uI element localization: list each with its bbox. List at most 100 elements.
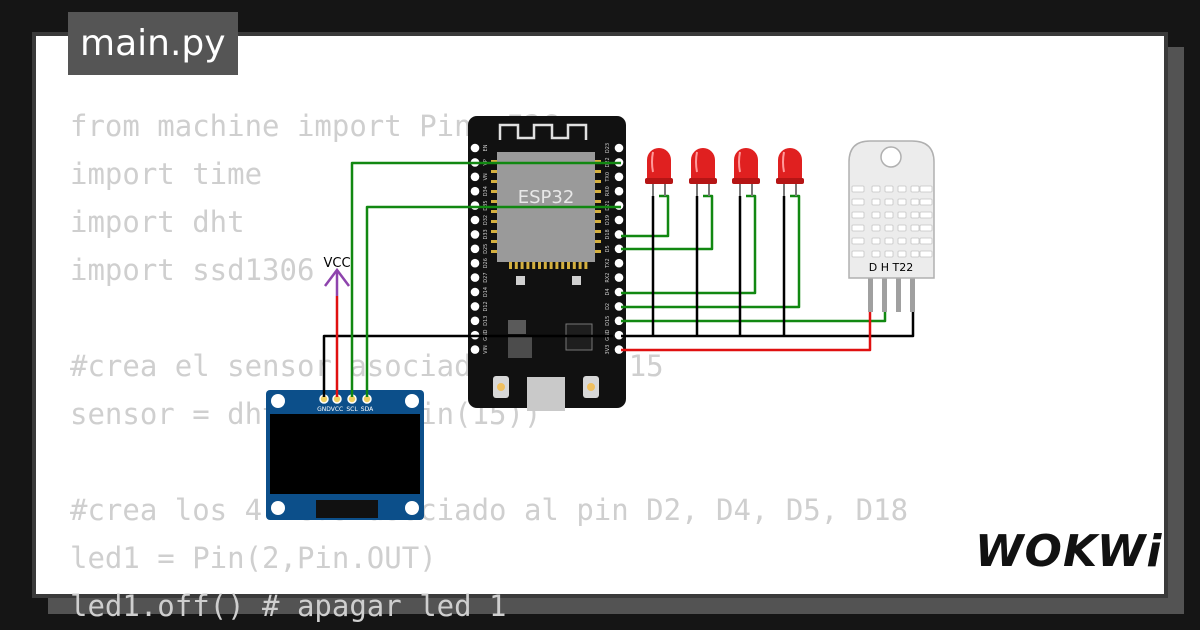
led-base: [645, 178, 673, 184]
esp32-pin[interactable]: [470, 273, 480, 282]
module-pad: [491, 220, 497, 223]
esp32-pin[interactable]: [614, 302, 624, 311]
oled-mount-hole: [405, 394, 419, 408]
esp32-pin[interactable]: [470, 316, 480, 326]
dht-vent-slot: [871, 224, 881, 232]
esp32-pin[interactable]: [614, 273, 624, 282]
dht-pin: [896, 276, 901, 312]
dht-vent-slot: [884, 198, 894, 206]
esp32-pin-label: D32: [483, 215, 489, 225]
module-pad: [491, 240, 497, 243]
dht-vent-slot: [884, 237, 894, 245]
dht-vent-slot: [897, 250, 907, 258]
dht-pin: [910, 276, 915, 312]
esp32-pin-label: D13: [483, 316, 489, 326]
module-pad: [561, 262, 565, 269]
red-led[interactable]: [689, 148, 717, 196]
wire-led4-anode: [621, 194, 801, 309]
smd-component: [572, 276, 581, 285]
dht-vent-slot: [919, 224, 933, 232]
regulator-chip: [508, 336, 532, 358]
red-led[interactable]: [776, 148, 804, 196]
vcc-arrow-head: [324, 267, 350, 287]
esp32-pin-label: D12: [483, 301, 489, 311]
dht-vent-slot: [919, 237, 933, 245]
module-pad: [538, 262, 541, 269]
usb-port: [527, 377, 565, 411]
esp32-pin[interactable]: [470, 244, 480, 254]
esp32-pin[interactable]: [614, 345, 624, 354]
red-led[interactable]: [645, 148, 673, 196]
wire-dht-vcc: [621, 296, 872, 352]
module-pad: [578, 262, 582, 269]
esp32-pin-label: D23: [605, 143, 611, 153]
esp32-pin-label: D35: [483, 200, 489, 210]
esp32-pin[interactable]: [470, 302, 480, 311]
oled-pin-label: SDA: [361, 406, 374, 413]
esp32-pin[interactable]: [470, 258, 480, 268]
dht-vent-slot: [851, 198, 865, 206]
dht-vent-slot: [919, 185, 933, 193]
esp32-pin[interactable]: [614, 172, 624, 182]
esp32-pin[interactable]: [470, 172, 480, 182]
red-led[interactable]: [732, 148, 760, 196]
antenna-trace: [498, 123, 588, 140]
dht-vent-slot: [910, 185, 920, 193]
wire-led3-anode: [621, 194, 757, 295]
dht-vent-slot: [871, 185, 881, 193]
module-pad: [491, 180, 497, 183]
code-line: import time: [70, 157, 263, 191]
module-pad: [491, 170, 497, 173]
module-pad: [514, 262, 518, 269]
oled-pin-label: VCC: [331, 406, 343, 413]
esp32-pin[interactable]: [614, 244, 624, 254]
module-pad: [491, 190, 497, 193]
esp32-pin[interactable]: [614, 258, 624, 268]
wire-oled-gnd: [322, 334, 613, 397]
esp32-pin[interactable]: [614, 230, 624, 239]
file-tab[interactable]: main.py: [68, 12, 238, 75]
esp32-pin[interactable]: [614, 201, 624, 210]
dht-vent-slot: [871, 198, 881, 206]
dht-vent-slot: [919, 250, 933, 258]
dht22-sensor[interactable]: D H T22: [848, 140, 935, 312]
module-pad: [595, 190, 601, 193]
esp32-pin[interactable]: [614, 186, 624, 196]
esp32-pin[interactable]: [470, 186, 480, 196]
esp32-pin[interactable]: [614, 330, 624, 340]
vcc-label: VCC: [323, 256, 350, 271]
esp32-pin[interactable]: [470, 201, 480, 210]
dht-vent-slot: [851, 224, 865, 232]
esp32-pin-label: D25: [483, 244, 489, 254]
esp32-pin[interactable]: [470, 215, 480, 225]
oled-mount-hole: [271, 394, 285, 408]
code-line: import ssd1306: [70, 253, 315, 287]
module-pad: [595, 230, 601, 233]
esp32-pin[interactable]: [614, 215, 624, 225]
dht-vent-slot: [884, 185, 894, 193]
esp32-pin-label: RX0: [605, 186, 611, 196]
module-pad: [595, 250, 601, 253]
esp32-pin[interactable]: [470, 230, 480, 239]
module-pad: [509, 262, 512, 269]
esp32-pin[interactable]: [614, 316, 624, 326]
smd-component: [516, 276, 525, 285]
esp32-pin-label: D21: [605, 200, 611, 210]
esp32-pin-label: VIN: [483, 345, 489, 354]
dht-vent-slot: [919, 211, 933, 219]
dht-mount-hole: [880, 146, 902, 168]
esp32-pin[interactable]: [470, 345, 480, 354]
module-pad: [491, 160, 497, 163]
vcc-power-symbol[interactable]: VCC: [323, 256, 351, 296]
esp32-pin[interactable]: [614, 143, 624, 153]
esp32-pin[interactable]: [470, 287, 480, 297]
dht-vent-slot: [897, 198, 907, 206]
led-body: [647, 148, 671, 180]
led-group: [645, 148, 804, 196]
module-pad: [595, 180, 601, 183]
esp32-pin[interactable]: [470, 143, 480, 153]
